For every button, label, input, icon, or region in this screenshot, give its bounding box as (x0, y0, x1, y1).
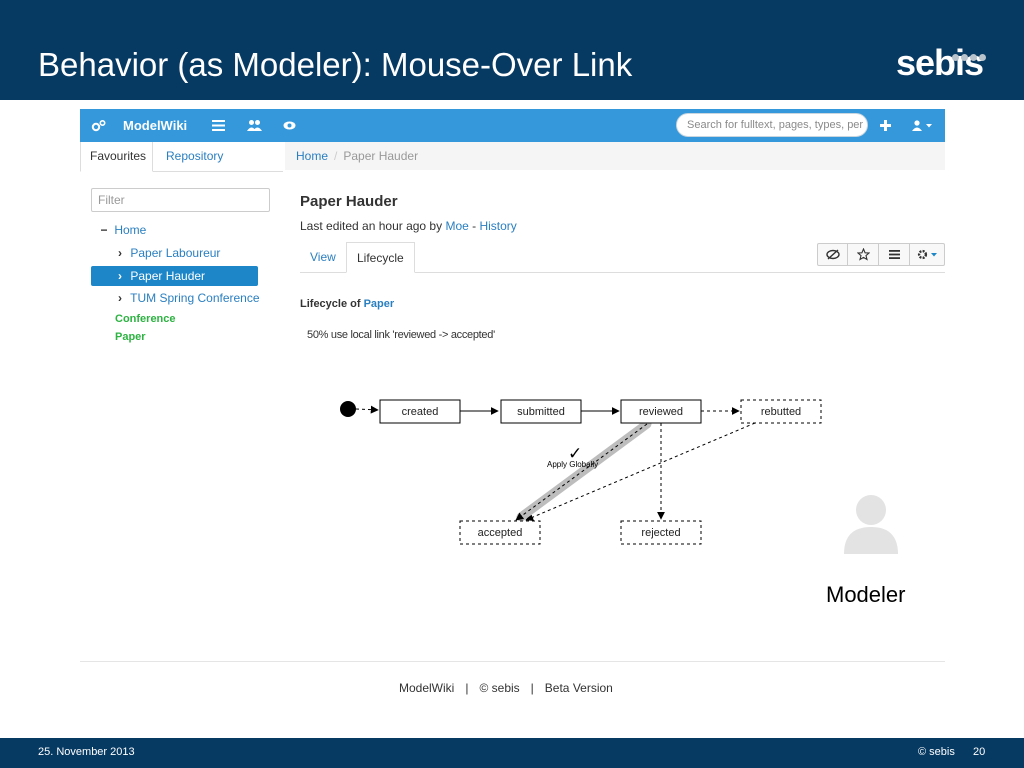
collapse-icon[interactable]: − (100, 223, 108, 237)
footer-beta-link[interactable]: Beta Version (544, 681, 613, 695)
state-label: submitted (517, 406, 565, 418)
list-view-button[interactable] (880, 244, 910, 265)
tab-repository[interactable]: Repository (166, 149, 224, 163)
footer-modelwiki-link[interactable]: ModelWiki (399, 681, 455, 695)
users-icon[interactable] (247, 119, 262, 132)
sidebar-tabs: Favourites Repository (80, 142, 283, 172)
logo-dots (952, 48, 988, 66)
edge-start-created (355, 405, 379, 414)
type-conference[interactable]: Conference (115, 313, 176, 325)
state-label: created (402, 406, 439, 418)
editor-link[interactable]: Moe (445, 219, 469, 233)
modeler-label: Modeler (826, 582, 906, 607)
app-navbar: ModelWiki Search for fulltext, pages, ty… (80, 109, 945, 142)
state-reviewed[interactable] (620, 399, 702, 424)
type-paper[interactable]: Paper (115, 331, 146, 343)
breadcrumb-separator: / (334, 149, 338, 163)
footer-copyright-link[interactable]: © sebis (479, 681, 520, 695)
lifecycle-prefix: Lifecycle of (300, 298, 364, 310)
state-label: rejected (641, 527, 680, 539)
tab-lifecycle[interactable]: Lifecycle (346, 242, 415, 273)
eye-icon[interactable] (283, 121, 296, 131)
state-rebutted[interactable] (740, 399, 822, 424)
list-icon (889, 250, 900, 259)
app-footer: ModelWiki | © sebis | Beta Version (399, 681, 613, 695)
tree-item-paper-laboureur[interactable]: › Paper Laboureur (91, 243, 270, 263)
state-rejected[interactable] (620, 520, 702, 545)
content-tabs: View Lifecycle (300, 242, 945, 273)
chevron-right-icon: › (118, 246, 122, 260)
lifecycle-heading: Lifecycle of Paper (300, 298, 394, 310)
tree-item-label: Paper Hauder (130, 269, 206, 283)
sebis-logo: sebis (896, 42, 984, 83)
tree-item-tum-spring-conference[interactable]: › TUM Spring Conference (91, 288, 270, 308)
breadcrumb-home[interactable]: Home (296, 149, 329, 163)
tree-item-paper-hauder[interactable]: › Paper Hauder (91, 266, 258, 286)
slide-footer: 25. November 2013 © sebis 20 (0, 738, 1024, 768)
chevron-right-icon: › (118, 291, 122, 305)
slide-title: Behavior (as Modeler): Mouse-Over Link (38, 46, 633, 83)
edit-info: Last edited an hour ago by Moe - History (300, 219, 517, 233)
state-submitted[interactable] (500, 399, 582, 424)
chevron-right-icon: › (118, 269, 122, 283)
plus-icon[interactable] (880, 120, 891, 131)
state-label: rebutted (761, 406, 801, 418)
star-icon (856, 247, 871, 261)
page-toolbar (817, 243, 945, 266)
edit-info-separator: - (468, 219, 480, 233)
state-created[interactable] (379, 399, 461, 424)
filter-input[interactable]: Filter (91, 188, 270, 212)
settings-dropdown-button[interactable] (911, 244, 945, 265)
eye-slash-icon (825, 249, 840, 260)
user-menu-icon[interactable] (912, 120, 934, 131)
brand-link[interactable]: ModelWiki (123, 118, 188, 133)
state-accepted[interactable] (459, 520, 541, 545)
tree-item-label: TUM Spring Conference (130, 291, 260, 305)
state-label: reviewed (639, 406, 683, 418)
favourite-button[interactable] (849, 244, 879, 265)
footer-divider (80, 661, 945, 662)
modeler-avatar-icon (844, 495, 898, 554)
checkmark-icon[interactable]: ✓ (568, 444, 582, 464)
breadcrumb: Home / Paper Hauder (285, 142, 945, 170)
usage-note: 50% use local link 'reviewed -> accepted… (307, 329, 495, 341)
tree-item-label: Paper Laboureur (130, 246, 221, 260)
unwatch-button[interactable] (818, 244, 848, 265)
edit-info-prefix: Last edited an hour ago by (300, 219, 446, 233)
tab-favourites[interactable]: Favourites (80, 142, 153, 172)
breadcrumb-current: Paper Hauder (343, 149, 419, 163)
search-input[interactable]: Search for fulltext, pages, types, per (676, 113, 868, 137)
tree-item-label: Home (114, 223, 147, 237)
tree-item-home[interactable]: − Home (97, 220, 146, 240)
slide-copyright: © sebis (918, 746, 955, 758)
edge-rebutted-accepted (525, 422, 756, 521)
apply-globally-action[interactable]: Apply Globally (547, 460, 598, 469)
lifecycle-type-link[interactable]: Paper (363, 298, 395, 310)
footer-separator: | (530, 681, 534, 695)
cogs-icon[interactable] (91, 119, 107, 133)
slide-date: 25. November 2013 (38, 746, 135, 758)
gear-icon (917, 249, 937, 260)
start-node (340, 401, 356, 417)
footer-separator: | (465, 681, 469, 695)
list-icon[interactable] (212, 120, 225, 132)
tab-view[interactable]: View (310, 250, 336, 264)
slide-header: Behavior (as Modeler): Mouse-Over Link s… (0, 0, 1024, 100)
slide-page-number: 20 (973, 746, 986, 758)
page-title: Paper Hauder (300, 193, 398, 210)
history-link[interactable]: History (479, 219, 517, 233)
state-label: accepted (478, 527, 523, 539)
